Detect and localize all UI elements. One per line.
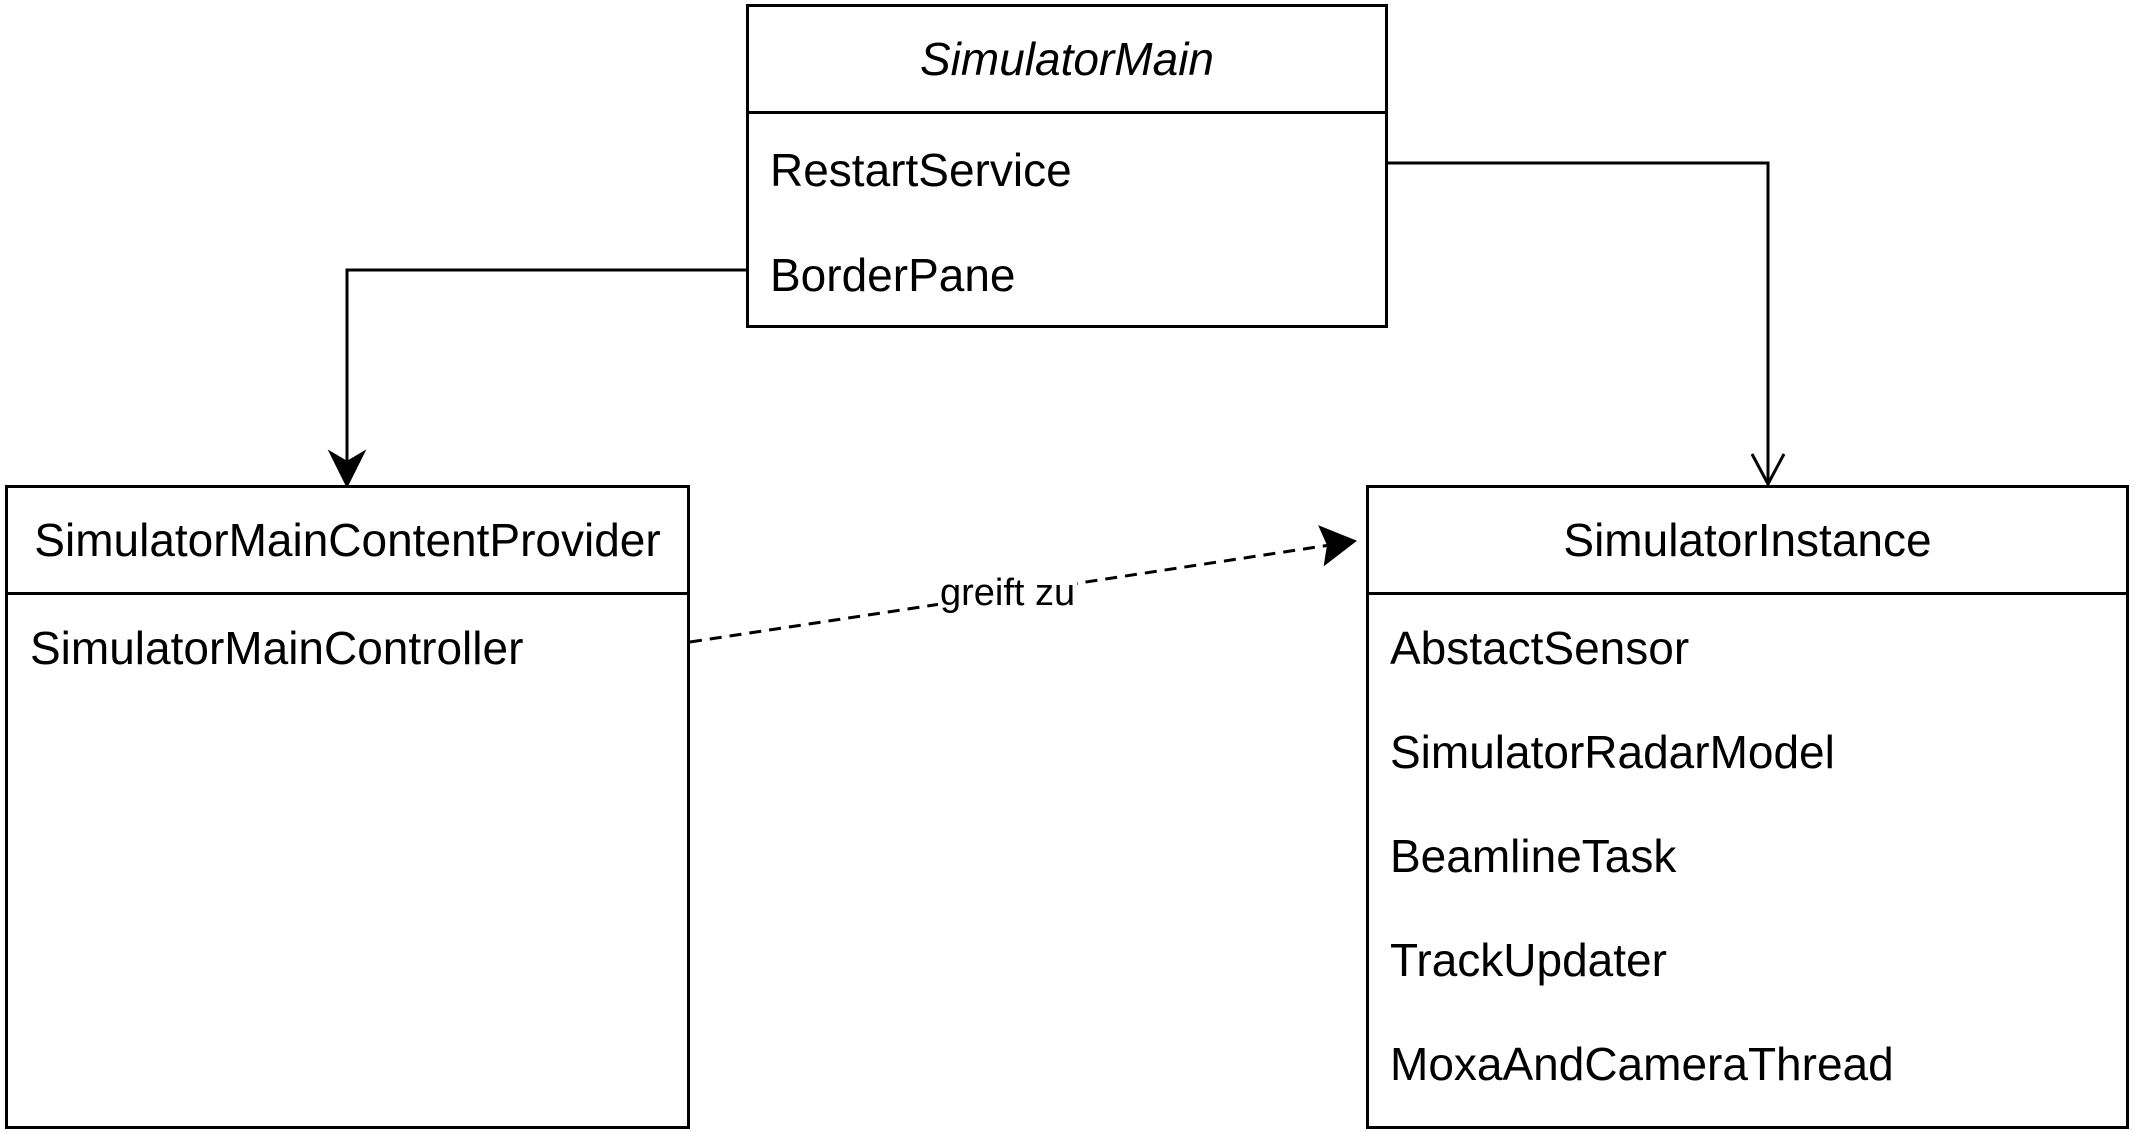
borderpane-association-line: [345, 268, 748, 470]
attribute-track-updater: TrackUpdater: [1390, 934, 1667, 986]
restartservice-association-line: [1388, 161, 1770, 484]
attribute-moxa-and-camera-thread: MoxaAndCameraThread: [1390, 1038, 1894, 1090]
attribute-simulator-radar-model: SimulatorRadarModel: [1390, 726, 1835, 778]
class-simulator-main[interactable]: SimulatorMain RestartService BorderPane: [746, 4, 1388, 328]
class-content-provider-title: SimulatorMainContentProvider: [8, 488, 687, 595]
access-dependency-label: greift zu: [938, 572, 1078, 614]
access-dependency-arrowhead: [1318, 525, 1358, 567]
restartservice-association-arrowhead: [1750, 453, 1786, 488]
attribute-restart-service: RestartService: [770, 144, 1072, 196]
class-simulator-main-title: SimulatorMain: [749, 7, 1385, 114]
attribute-simulator-main-controller: SimulatorMainController: [30, 622, 524, 674]
attribute-border-pane: BorderPane: [770, 249, 1016, 301]
attribute-abstact-sensor: AbstactSensor: [1390, 622, 1690, 674]
class-simulator-instance[interactable]: SimulatorInstance AbstactSensor Simulato…: [1366, 485, 2129, 1129]
class-simulator-instance-title: SimulatorInstance: [1369, 488, 2126, 595]
class-content-provider[interactable]: SimulatorMainContentProvider SimulatorMa…: [5, 485, 690, 1129]
borderpane-association-arrowhead: [327, 449, 367, 489]
attribute-beamline-task: BeamlineTask: [1390, 830, 1677, 882]
